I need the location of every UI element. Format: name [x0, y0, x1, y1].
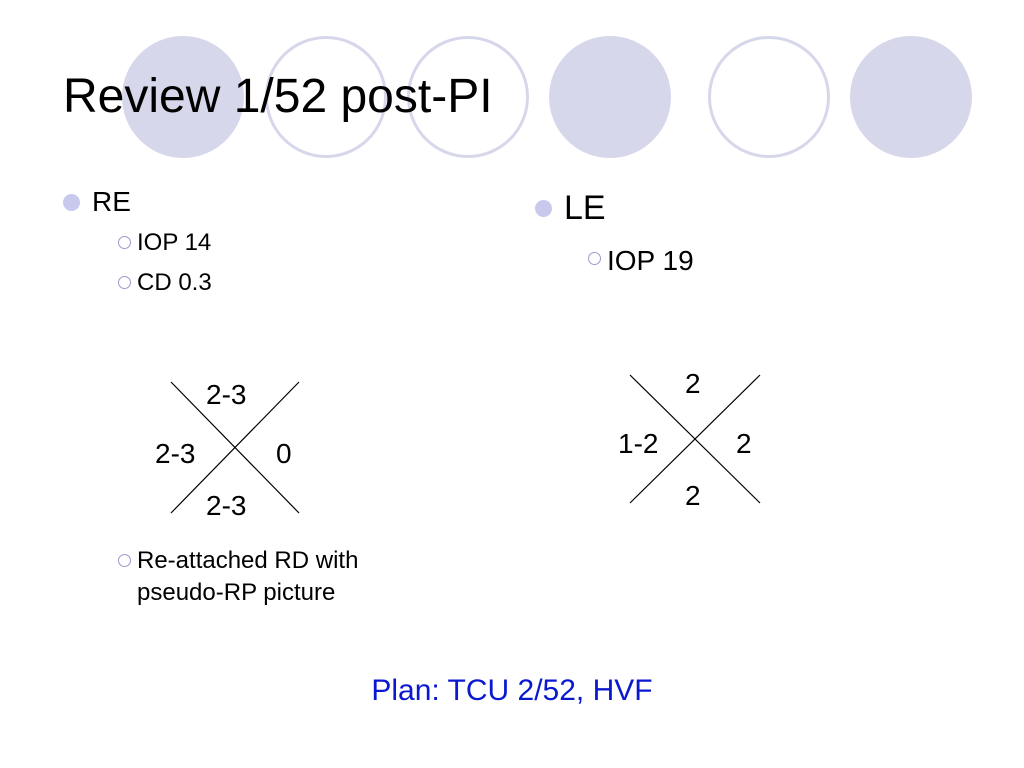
re-item-label: CD 0.3	[137, 269, 212, 296]
le-heading: LE	[535, 189, 606, 228]
le-cross-line-2	[629, 374, 761, 504]
le-cross-left: 1-2	[618, 428, 659, 459]
bullet-dot-icon	[63, 193, 80, 211]
le-item-label: IOP 19	[607, 245, 694, 276]
re-note: Re-attached RD with pseudo-RP picture	[118, 545, 437, 609]
re-cross-left: 2-3	[155, 438, 196, 469]
bullet-ring-icon	[588, 252, 601, 265]
re-note-text: Re-attached RD with pseudo-RP picture	[137, 547, 359, 606]
plan-text: Plan: TCU 2/52, HVF	[371, 674, 653, 707]
re-cross-right: 0	[276, 438, 292, 469]
re-cross-line-2	[170, 381, 300, 514]
decorative-circle-3	[407, 36, 529, 158]
bullet-ring-icon	[118, 276, 131, 289]
decorative-circle-4	[549, 36, 671, 158]
decorative-circle-6	[850, 36, 972, 158]
re-label: RE	[92, 186, 131, 217]
bullet-ring-icon	[118, 236, 131, 249]
le-cross-bottom: 2	[685, 480, 701, 511]
re-cross-top: 2-3	[206, 379, 247, 410]
re-cross-bottom: 2-3	[206, 490, 247, 521]
re-item-iop: IOP 14	[118, 229, 211, 257]
le-cross-right: 2	[736, 428, 752, 459]
re-heading: RE	[63, 186, 131, 218]
le-cross-top: 2	[685, 368, 701, 399]
le-label: LE	[564, 189, 606, 227]
re-cross-lines	[170, 381, 300, 514]
bullet-ring-icon	[118, 554, 131, 567]
decorative-circle-2	[265, 36, 387, 158]
decorative-circle-1	[122, 36, 244, 158]
re-item-cd: CD 0.3	[118, 269, 212, 297]
bullet-dot-icon	[535, 200, 552, 217]
slide-title: Review 1/52 post-PI	[63, 70, 493, 123]
re-item-label: IOP 14	[137, 229, 212, 256]
decorative-circle-5	[708, 36, 830, 158]
le-item-iop: IOP 19	[588, 245, 694, 277]
le-cross-lines	[629, 374, 761, 504]
